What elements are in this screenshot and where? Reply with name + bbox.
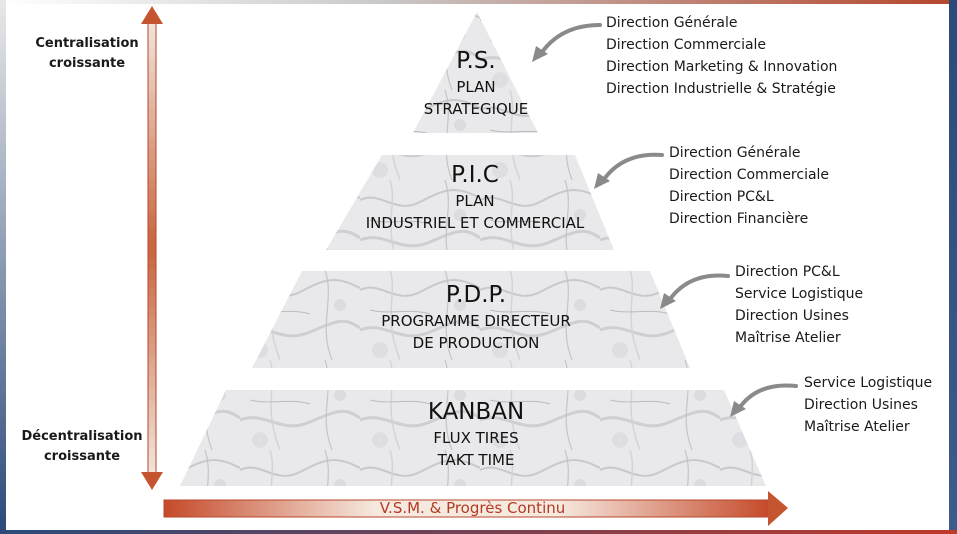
tier-ps-shape [413,12,538,133]
direction-item: Maîtrise Atelier [735,330,841,346]
direction-item: Direction PC&L [669,189,774,205]
tier-pdp-sub1: PROGRAMME DIRECTEUR [381,312,571,330]
tier-ps-title: P.S. [456,48,496,74]
curve-arrow-3 [666,273,730,304]
tier-pic-text: P.I.C PLAN INDUSTRIEL ET COMMERCIAL [330,160,620,234]
direction-item: Direction Commerciale [669,167,830,183]
tier-kanban-title: KANBAN [427,399,525,425]
curve-arrow-1 [538,23,602,57]
tier-pic-title: P.I.C [451,162,499,188]
directions-ps: Direction Générale Direction Commerciale… [606,12,837,100]
frame-left-border [0,0,6,534]
tier-ps-sub1: PLAN [456,78,496,96]
tier-ps-sub2: STRATEGIQUE [423,100,529,118]
vsm-progres-continu-label: V.S.M. & Progrès Continu [379,499,566,517]
curve-arrowhead-4 [730,401,746,417]
directions-pic: Direction Générale Direction Commerciale… [669,142,829,230]
tier-pdp-sub2: DE PRODUCTION [412,334,540,352]
direction-item: Direction Générale [606,15,738,31]
direction-item: Service Logistique [804,375,933,391]
frame-bottom-border [0,530,957,534]
decentralisation-label: Décentralisation croissante [21,429,143,464]
tier-pic-sub1: PLAN [455,192,495,210]
direction-item: Direction Commerciale [606,37,767,53]
bottom-horizontal-arrow [163,491,788,526]
direction-item: Service Logistique [735,286,864,302]
tier-kanban-text: KANBAN FLUX TIRES TAKT TIME [376,397,576,471]
direction-item: Direction Usines [804,397,918,413]
direction-item: Direction Usines [735,308,849,324]
direction-item: Direction Générale [669,145,801,161]
curve-arrowhead-1 [532,46,548,62]
tier-pdp-title: P.D.P. [445,282,507,308]
tier-kanban-sub2: TAKT TIME [437,451,515,469]
direction-item: Direction PC&L [735,264,840,280]
vertical-double-arrow [141,6,163,490]
directions-kanban: Service Logistique Direction Usines Maît… [804,372,932,438]
centralisation-label: Centralisation croissante [35,36,139,71]
curve-arrow-2 [600,152,664,184]
direction-item: Direction Marketing & Innovation [606,59,838,75]
tier-pdp-shape [252,271,690,368]
direction-item: Direction Industrielle & Stratégie [606,81,836,97]
frame-right-border [949,0,957,534]
directions-pdp: Direction PC&L Service Logistique Direct… [735,261,863,349]
tier-ps-text: P.S. PLAN STRATEGIQUE [396,46,556,120]
direction-item: Maîtrise Atelier [804,419,910,435]
curve-arrowhead-2 [594,173,610,189]
curve-arrow-4 [736,383,798,412]
frame-top-border [0,0,957,4]
direction-item: Direction Financière [669,211,809,227]
tier-kanban-sub1: FLUX TIRES [433,429,519,447]
tier-pdp-text: P.D.P. PROGRAMME DIRECTEUR DE PRODUCTION [326,280,626,354]
tier-pic-sub2: INDUSTRIEL ET COMMERCIAL [365,214,585,232]
tier-pic-shape [326,155,614,250]
curve-arrowhead-3 [660,293,676,309]
tier-kanban-shape [180,390,766,486]
